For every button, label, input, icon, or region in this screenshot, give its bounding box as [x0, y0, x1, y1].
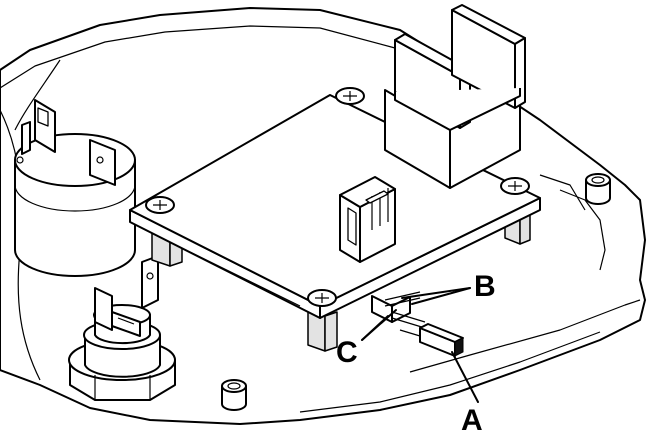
- pcb-screw-top: [335, 87, 365, 105]
- callout-label-c: C: [336, 336, 358, 369]
- base-boss-right: [585, 173, 611, 205]
- callout-label-a: A: [461, 404, 483, 437]
- pcb-screw-bottom: [307, 289, 337, 307]
- pin-header: [339, 176, 396, 263]
- pcb-screw-right: [500, 177, 530, 195]
- leader-lines: [361, 287, 479, 403]
- pcb-screw-left: [145, 196, 175, 214]
- base-boss-left: [221, 379, 247, 411]
- cylindrical-sensor: [14, 99, 136, 277]
- thermostat: [68, 255, 176, 401]
- callout-label-b: B: [474, 270, 496, 303]
- edge-connector: [371, 291, 426, 329]
- heat-sink: [384, 4, 526, 189]
